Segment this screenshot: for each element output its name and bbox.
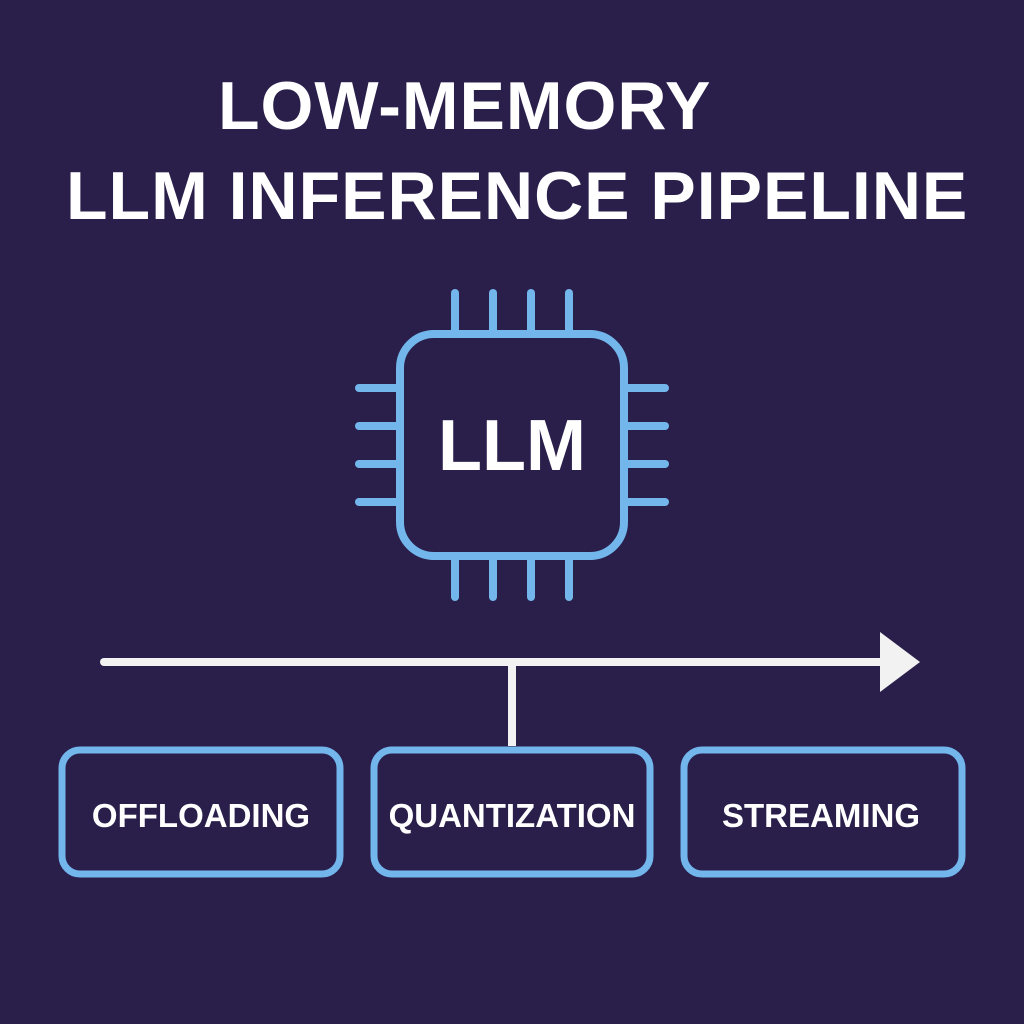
cpu-chip-icon: LLM xyxy=(355,289,669,601)
pipeline-arrow xyxy=(100,632,920,746)
stage-label-offloading: OFFLOADING xyxy=(92,797,310,834)
stage-box-offloading: OFFLOADING xyxy=(58,746,344,878)
title-line-1: LOW-MEMORY xyxy=(218,68,712,144)
stage-label-quantization: QUANTIZATION xyxy=(389,797,636,834)
stage-label-streaming: STREAMING xyxy=(722,797,920,834)
chip-body xyxy=(396,330,628,560)
arrow-head xyxy=(880,632,920,692)
stage-box-streaming: STREAMING xyxy=(680,746,966,878)
chip-label: LLM xyxy=(438,406,586,486)
stage-box-quantization: QUANTIZATION xyxy=(370,746,654,878)
chip-pins xyxy=(355,289,669,601)
title-line-2: LLM INFERENCE PIPELINE xyxy=(66,158,969,234)
